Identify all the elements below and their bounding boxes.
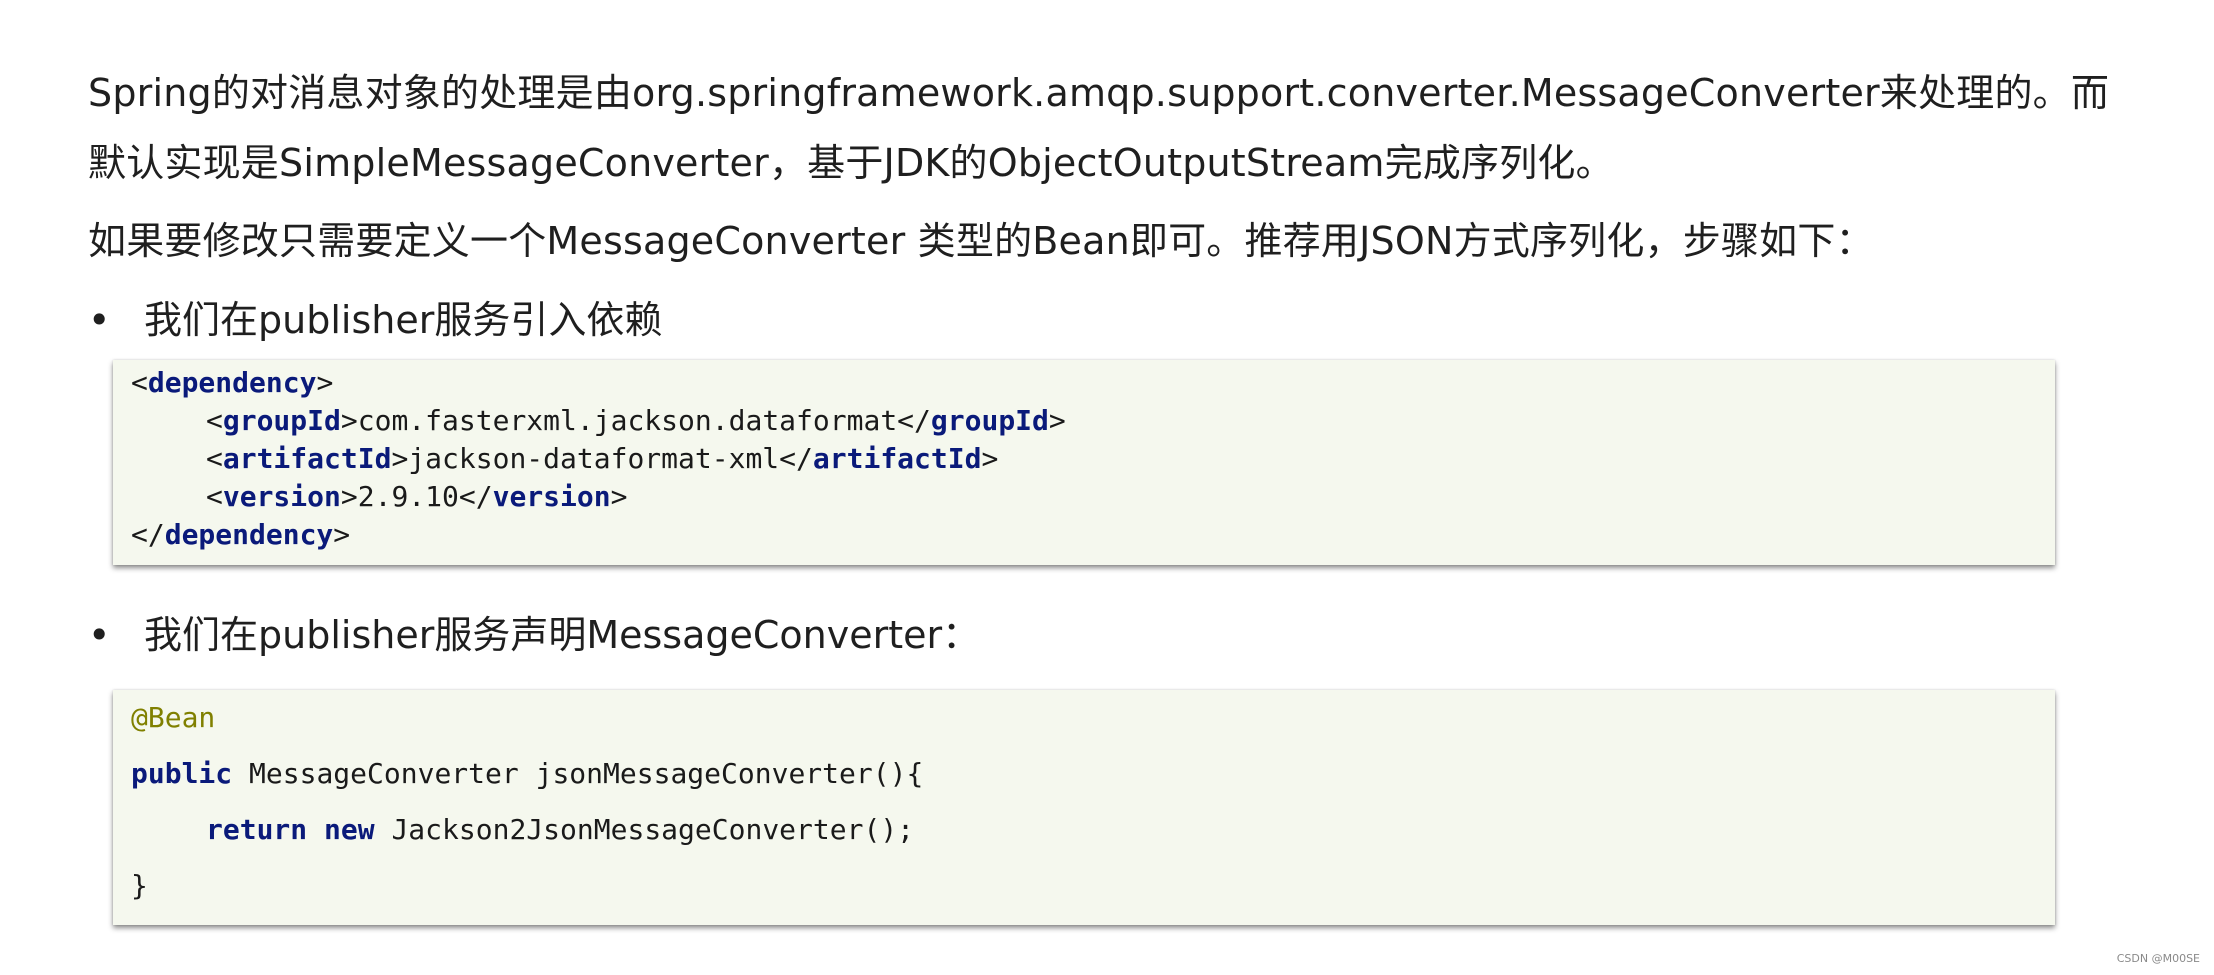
bullet-item-declare-converter: • 我们在publisher服务声明MessageConverter： xyxy=(88,600,2038,670)
bullet-icon: • xyxy=(88,613,111,657)
intro-paragraph: Spring的对消息对象的处理是由org.springframework.amq… xyxy=(88,58,2110,198)
intro-line-1: Spring的对消息对象的处理是由org.springframework.amq… xyxy=(88,71,2110,115)
code-line-version: <version>2.9.10</version> xyxy=(206,480,628,513)
code-block-bean: @Bean public MessageConverter jsonMessag… xyxy=(113,690,2055,925)
bullet-item-add-dependency: • 我们在publisher服务引入依赖 xyxy=(88,285,2038,355)
code-line-dependency-open: <dependency> xyxy=(131,366,334,399)
bullet-text: 我们在publisher服务声明MessageConverter： xyxy=(144,613,981,657)
code-line-artifactid: <artifactId>jackson-dataformat-xml</arti… xyxy=(206,442,999,475)
instruction-paragraph: 如果要修改只需要定义一个MessageConverter 类型的Bean即可。推… xyxy=(88,219,1874,263)
bullet-text: 我们在publisher服务引入依赖 xyxy=(144,298,663,342)
code-line-return: return new Jackson2JsonMessageConverter(… xyxy=(206,813,915,846)
code-line-dependency-close: </dependency> xyxy=(131,518,351,551)
code-line-method-signature: public MessageConverter jsonMessageConve… xyxy=(131,757,924,790)
intro-line-2: 默认实现是SimpleMessageConverter，基于JDK的Object… xyxy=(88,141,1614,185)
code-block-dependency: <dependency> <groupId>com.fasterxml.jack… xyxy=(113,360,2055,565)
code-line-annotation: @Bean xyxy=(131,701,216,734)
code-line-close-brace: } xyxy=(131,869,148,902)
watermark: CSDN @M00SE xyxy=(2116,952,2200,965)
code-line-groupid: <groupId>com.fasterxml.jackson.dataforma… xyxy=(206,404,1066,437)
bullet-icon: • xyxy=(88,298,111,342)
